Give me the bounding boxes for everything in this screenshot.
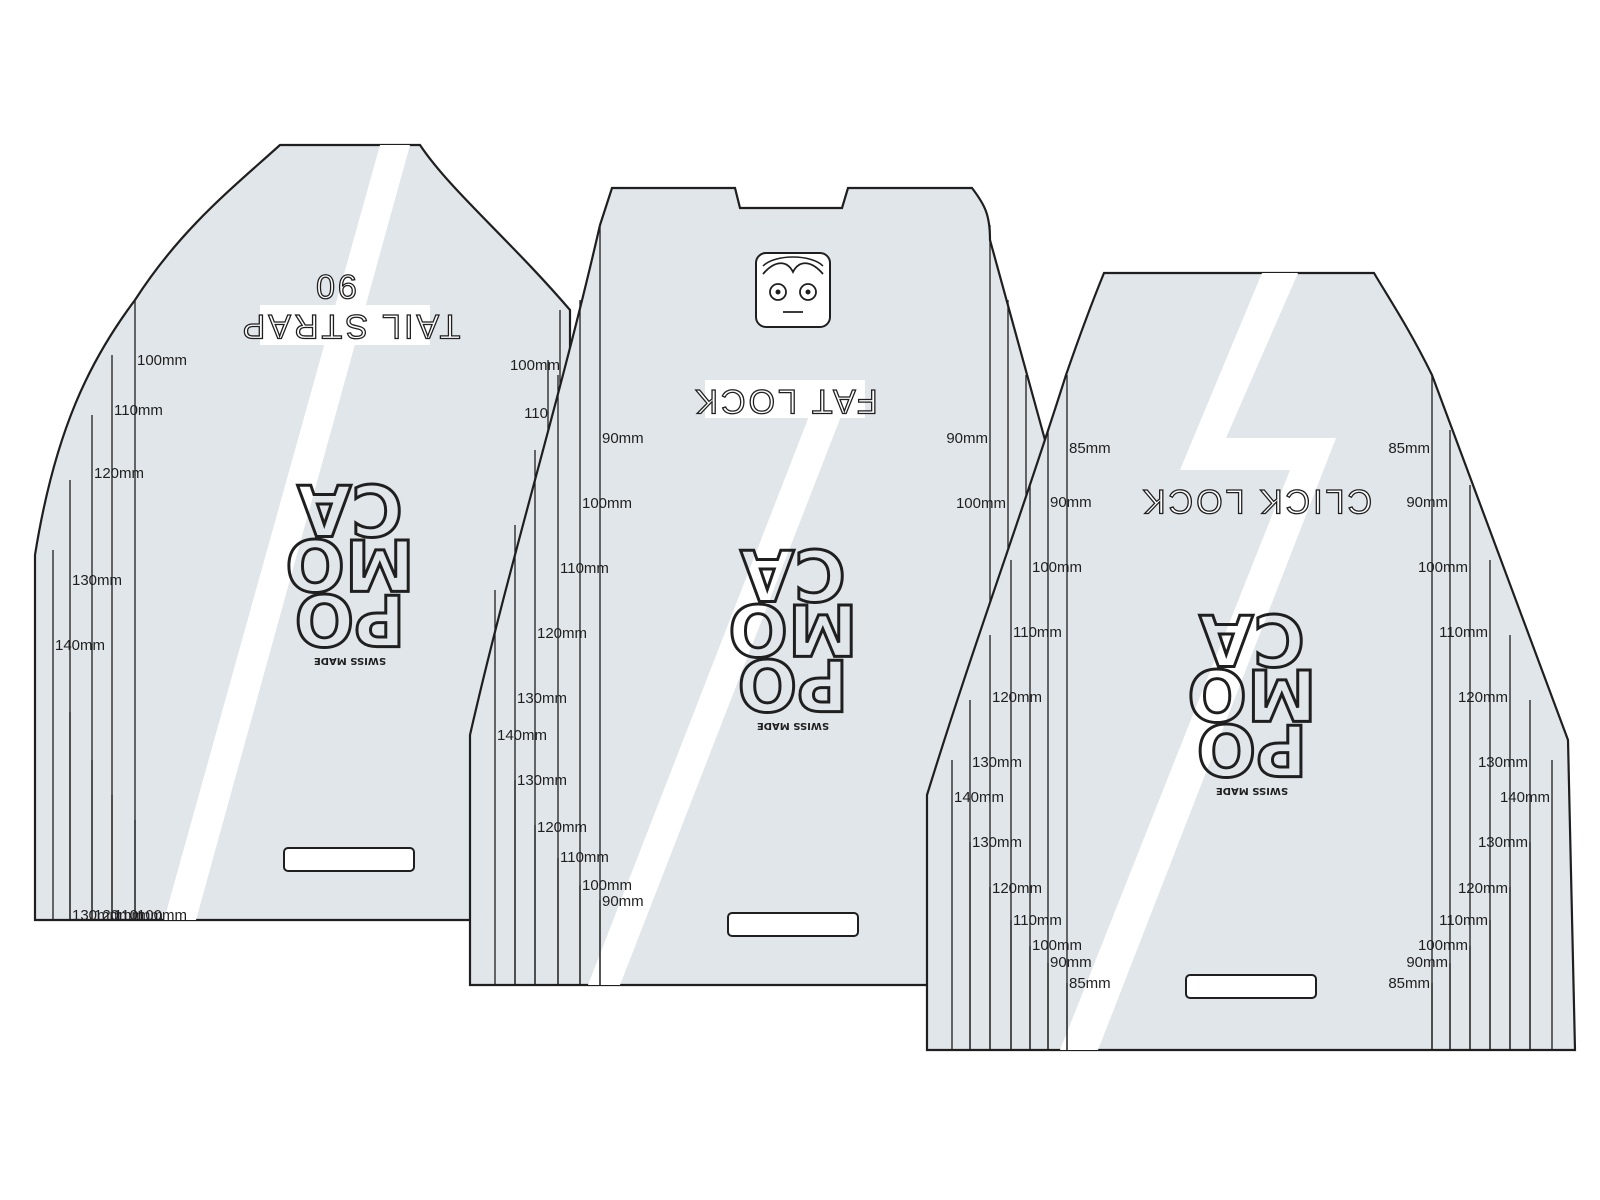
click-lock-logo: SWISS MADE PO MO CA xyxy=(1186,597,1318,797)
click-lock-title-block: CLICK LOCK xyxy=(1139,481,1372,520)
logo-line-2: MO xyxy=(285,523,414,605)
logo-line-3: CA xyxy=(1199,598,1305,680)
left-size-label: 120mm xyxy=(537,625,587,642)
left-size-label: 110mm xyxy=(1013,624,1062,641)
fat-lock-face-icon xyxy=(755,252,831,328)
fat-lock-tick-lines: 90mm100mm110mm120mm130mm140mm130mm120mm1… xyxy=(494,225,1027,985)
right-size-label: 90mm xyxy=(1406,954,1448,971)
fat-lock-slot xyxy=(727,912,859,937)
right-size-label: 100mm xyxy=(1418,559,1468,576)
left-size-label: 140mm xyxy=(954,789,1004,806)
logo-line-1: PO xyxy=(738,643,849,725)
fat-lock-highlight-stripe xyxy=(588,388,852,985)
right-size-label: 110 xyxy=(524,405,548,422)
swiss-made-mark: SWISS MADE xyxy=(1216,785,1288,796)
template-click-lock: 85mm90mm100mm110mm120mm130mm140mm130mm12… xyxy=(925,271,1577,1052)
left-size-label: 100mm xyxy=(1032,559,1082,576)
left-size-label: 140mm xyxy=(497,727,547,744)
left-size-label: 120mm xyxy=(537,819,587,836)
left-size-label: 140mm xyxy=(55,637,105,654)
left-size-label: 85mm xyxy=(1069,440,1111,457)
logo-line-3: CA xyxy=(297,468,403,550)
right-size-label: 100mm xyxy=(956,495,1006,512)
right-size-label: 120mm xyxy=(1458,880,1508,897)
tail-strap-subtitle: 90 xyxy=(313,267,357,305)
right-size-label: 130mm xyxy=(1478,834,1528,851)
left-size-label: 120mm xyxy=(94,907,144,924)
click-lock-title: CLICK LOCK xyxy=(1140,482,1372,520)
right-size-label: 120mm xyxy=(1458,689,1508,706)
tail-strap-logo: SWISS MADE PO MO CA xyxy=(284,467,416,667)
click-lock-outline xyxy=(925,271,1577,1052)
swiss-made-mark: SWISS MADE xyxy=(314,655,386,666)
left-size-label: 100mm xyxy=(137,352,187,369)
fat-lock-logo: SWISS MADE PO MO CA xyxy=(727,532,859,732)
left-size-label: 110mm xyxy=(560,560,609,577)
left-size-label: 130mm xyxy=(517,772,567,789)
logo-line-1: PO xyxy=(1197,708,1308,790)
left-size-label: 110mm xyxy=(1013,912,1062,929)
tail-strap-title-block: TAIL STRAP 90 xyxy=(239,266,461,345)
left-size-label: 100mm xyxy=(1032,937,1082,954)
left-size-label: 130mm xyxy=(72,907,122,924)
swiss-made-mark: SWISS MADE xyxy=(757,720,829,731)
left-size-label: 120mm xyxy=(992,689,1042,706)
left-size-label: 100mm xyxy=(582,495,632,512)
right-size-label: 85mm xyxy=(1388,975,1430,992)
fat-lock-title-block: FAT LOCK xyxy=(692,380,878,421)
logo-line-2: MO xyxy=(1187,653,1316,735)
click-lock-tick-lines: 85mm90mm100mm110mm120mm130mm140mm130mm12… xyxy=(951,375,1553,1050)
tail-strap-slot xyxy=(283,847,415,872)
left-size-label: 130mm xyxy=(72,572,122,589)
left-size-label: 130mm xyxy=(972,754,1022,771)
fat-lock-title: FAT LOCK xyxy=(692,382,877,420)
right-size-label: 100mm xyxy=(510,357,560,374)
right-size-label: 90mm xyxy=(1406,494,1448,511)
left-size-label: 90mm xyxy=(602,893,644,910)
right-size-label: 110mm xyxy=(1439,912,1488,929)
left-size-label: 90mm xyxy=(1050,494,1092,511)
template-tail-strap: 100mm110mm120mm130mm140mm130mm120mm110mm… xyxy=(33,143,572,924)
left-size-label: 120mm xyxy=(94,465,144,482)
click-lock-highlight-stripe xyxy=(1060,273,1336,1050)
left-size-label: 90mm xyxy=(1050,954,1092,971)
left-size-label: 110mm xyxy=(560,849,609,866)
left-size-label: 100mm xyxy=(137,907,187,924)
left-size-label: 110mm xyxy=(114,402,163,419)
logo-line-3: CA xyxy=(740,533,846,615)
right-size-label: 85mm xyxy=(1388,440,1430,457)
left-size-label: 120mm xyxy=(992,880,1042,897)
click-lock-slot xyxy=(1185,974,1317,999)
logo-line-1: PO xyxy=(295,578,406,660)
right-size-label: 100mm xyxy=(1418,937,1468,954)
left-size-label: 110mm xyxy=(114,907,163,924)
right-size-label: 90mm xyxy=(946,430,988,447)
template-fat-lock: 90mm100mm110mm120mm130mm140mm130mm120mm1… xyxy=(468,186,1047,987)
left-size-label: 130mm xyxy=(972,834,1022,851)
logo-line-2: MO xyxy=(728,588,857,670)
left-size-label: 90mm xyxy=(602,430,644,447)
left-size-label: 100mm xyxy=(582,877,632,894)
left-size-label: 130mm xyxy=(517,690,567,707)
right-size-label: 140mm xyxy=(1500,789,1550,806)
left-size-label: 85mm xyxy=(1069,975,1111,992)
tail-strap-title: TAIL STRAP xyxy=(240,307,461,345)
right-size-label: 110mm xyxy=(1439,624,1488,641)
right-size-label: 130mm xyxy=(1478,754,1528,771)
